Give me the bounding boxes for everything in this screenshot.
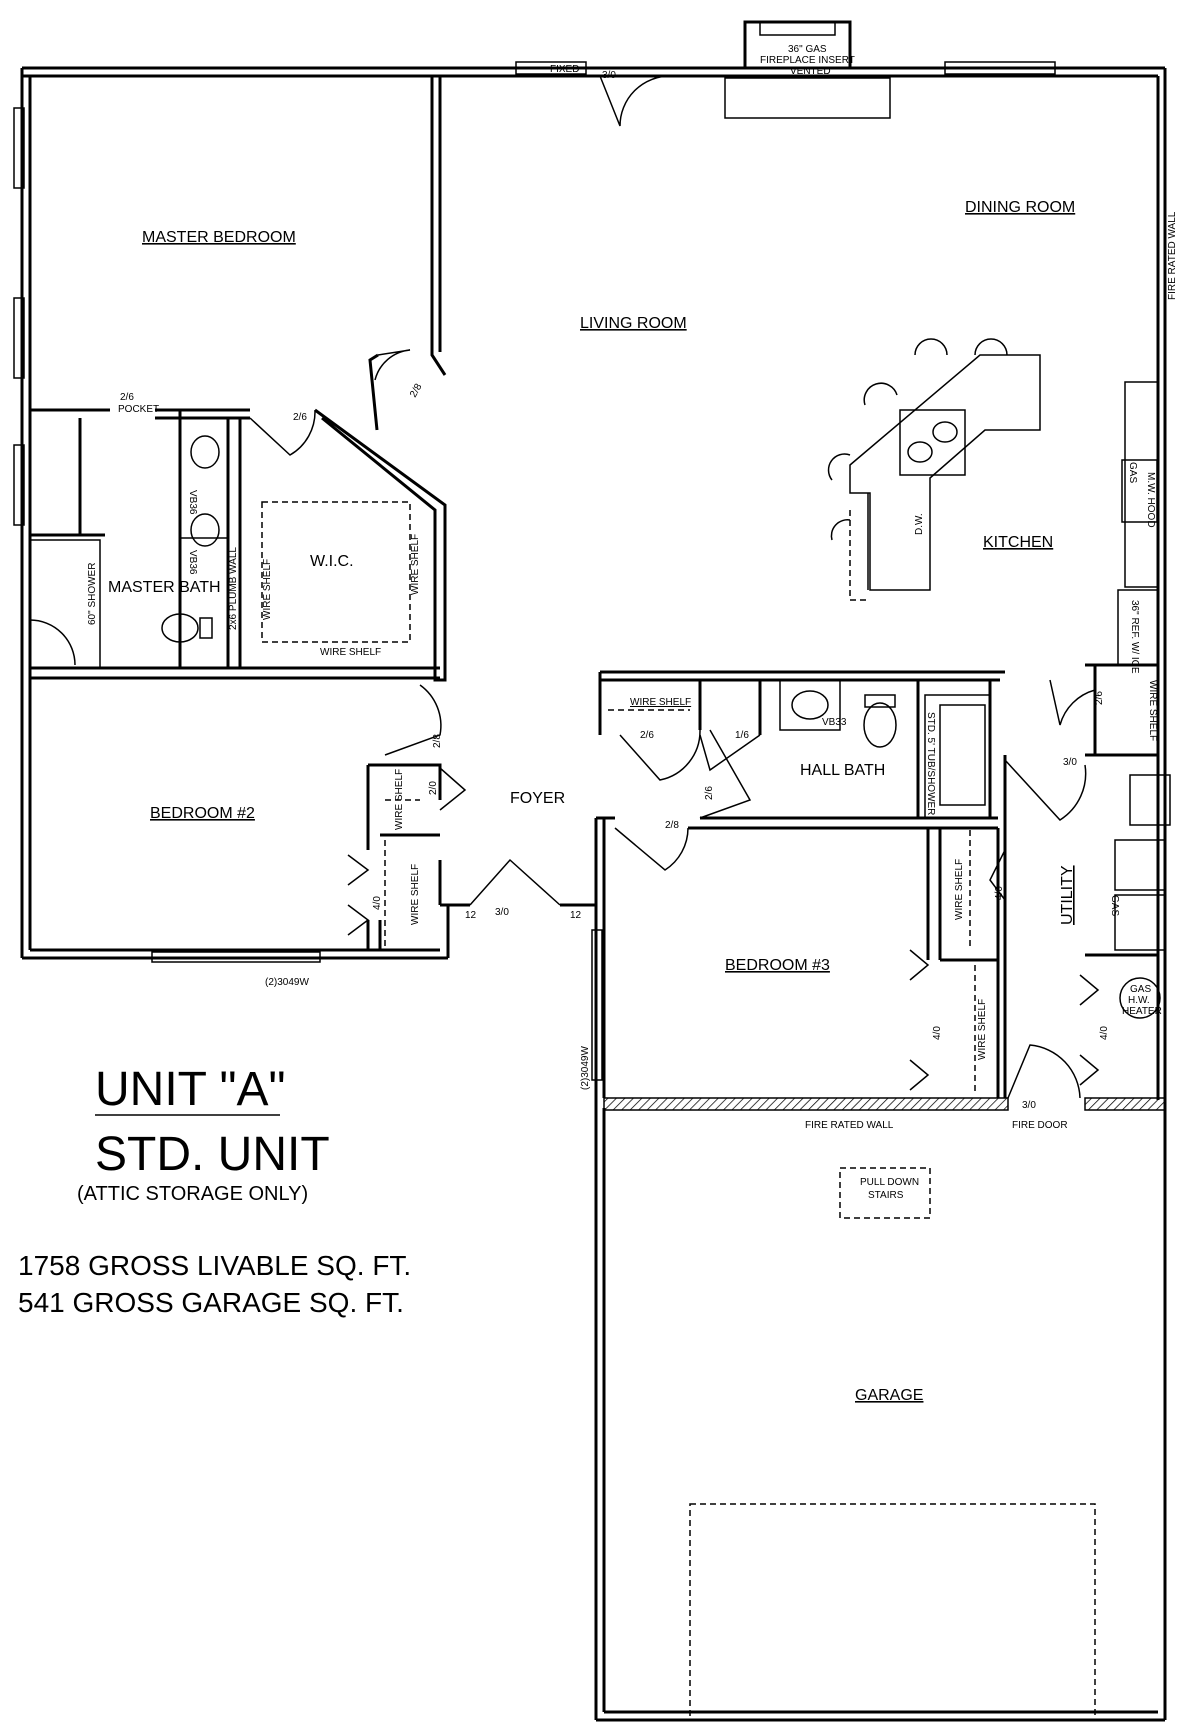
label-fireplace-1: 36" GAS <box>788 44 827 55</box>
label-door-40-b3a: 4/0 <box>994 886 1005 900</box>
unit-type: STD. UNIT <box>95 1128 330 1181</box>
unit-garage-sqft: 541 GROSS GARAGE SQ. FT. <box>18 1287 404 1318</box>
label-pull-down-2: STAIRS <box>868 1190 904 1201</box>
label-door-30-fire: 3/0 <box>1022 1100 1036 1111</box>
label-door-28-mb: 2/8 <box>408 382 425 400</box>
label-front-12b: 12 <box>570 910 582 921</box>
label-front-12a: 12 <box>465 910 477 921</box>
label-door-40-util: 4/0 <box>1099 1026 1110 1040</box>
label-heater-2: H.W. <box>1128 995 1150 1006</box>
label-wire-shelf-wic-left: WIRE SHELF <box>262 559 273 620</box>
room-master-bedroom: MASTER BEDROOM <box>142 229 296 246</box>
label-door-28-b2: 2/8 <box>432 734 443 748</box>
label-door-30-util: 3/0 <box>1063 757 1077 768</box>
label-wire-shelf-b2a: WIRE SHELF <box>394 769 405 830</box>
label-dw: D.W. <box>914 513 925 535</box>
room-garage: GARAGE <box>855 1387 923 1404</box>
windows <box>13 61 1056 1081</box>
label-fixed: FIXED <box>550 64 579 75</box>
label-vb36-a: VB36 <box>187 490 198 515</box>
label-door-30-top: 3/0 <box>602 70 616 81</box>
label-gas-range: GAS <box>1127 462 1138 483</box>
room-bedroom3: BEDROOM #3 <box>725 957 830 974</box>
fire-rated-wall-right <box>1084 1097 1166 1111</box>
room-kitchen: KITCHEN <box>983 534 1053 551</box>
label-door-26-hall: 2/6 <box>640 730 654 741</box>
label-plumb-wall: 2x6 PLUMB WALL <box>228 547 239 630</box>
label-pull-down-1: PULL DOWN <box>860 1177 919 1188</box>
unit-livable-sqft: 1758 GROSS LIVABLE SQ. FT. <box>18 1250 411 1281</box>
label-pocket-2: POCKET <box>118 404 159 415</box>
label-door-26-util: 2/6 <box>1094 691 1105 705</box>
label-wire-shelf-hall: WIRE SHELF <box>630 697 691 708</box>
label-wire-shelf-b3a: WIRE SHELF <box>954 859 965 920</box>
fixtures <box>29 338 1171 1721</box>
label-shower: 60" SHOWER <box>87 563 98 625</box>
label-vb33: VB33 <box>822 717 847 728</box>
label-door-40-b3b: 4/0 <box>932 1026 943 1040</box>
unit-title: UNIT "A" <box>95 1063 286 1116</box>
label-tub: STD. 5' TUB/SHOWER <box>925 712 936 815</box>
room-bedroom2: BEDROOM #2 <box>150 805 255 822</box>
label-fireplace-2: FIREPLACE INSERT <box>760 55 855 66</box>
label-wire-shelf-util: WIRE SHELF <box>1147 680 1158 741</box>
room-foyer: FOYER <box>510 790 565 807</box>
room-wic: W.I.C. <box>310 553 354 570</box>
fire-rated-wall <box>603 1097 1009 1111</box>
label-door-16: 1/6 <box>735 730 749 741</box>
label-door-26-wic: 2/6 <box>293 412 307 423</box>
label-fire-rated-wall-bottom: FIRE RATED WALL <box>805 1120 894 1131</box>
label-door-40-b2: 4/0 <box>372 896 383 910</box>
unit-note: (ATTIC STORAGE ONLY) <box>77 1183 308 1205</box>
room-labels: MASTER BEDROOM LIVING ROOM DINING ROOM K… <box>108 199 1076 1404</box>
label-pocket-1: 2/6 <box>120 392 134 403</box>
label-gas-dryer: GAS <box>1109 895 1120 916</box>
label-heater-3: HEATER <box>1122 1006 1162 1017</box>
interior-walls <box>30 76 1158 1098</box>
label-door-20: 2/0 <box>428 781 439 795</box>
label-wire-shelf-wic-right: WIRE SHELF <box>410 534 421 595</box>
room-living-room: LIVING ROOM <box>580 315 687 332</box>
label-vb36-b: VB36 <box>187 550 198 575</box>
label-window-b2: (2)3049W <box>265 977 309 988</box>
label-door-28-b3: 2/8 <box>665 820 679 831</box>
room-hall-bath: HALL BATH <box>800 762 885 779</box>
room-dining-room: DINING ROOM <box>965 199 1075 216</box>
label-wire-shelf-wic-bottom: WIRE SHELF <box>320 647 381 658</box>
fireplace <box>724 20 891 119</box>
doors <box>249 75 1100 1099</box>
label-mw-hood: M.W. HOOD <box>1145 472 1156 528</box>
label-wire-shelf-b2b: WIRE SHELF <box>410 864 421 925</box>
room-master-bath: MASTER BATH <box>108 579 221 596</box>
label-ref: 36" REF. W/ ICE <box>1129 600 1140 674</box>
unit-info: UNIT "A" STD. UNIT (ATTIC STORAGE ONLY) … <box>18 1063 411 1318</box>
small-labels: FIXED 3/0 36" GAS FIREPLACE INSERT VENTE… <box>87 44 1178 1201</box>
label-front-30: 3/0 <box>495 907 509 918</box>
label-fire-door: FIRE DOOR <box>1012 1120 1068 1131</box>
label-heater-1: GAS <box>1130 984 1151 995</box>
label-door-26-hb: 2/6 <box>704 786 715 800</box>
label-fire-rated-wall-right: FIRE RATED WALL <box>1167 211 1178 300</box>
label-window-b3: (2)3049W <box>580 1046 591 1090</box>
label-wire-shelf-b3b: WIRE SHELF <box>977 999 988 1060</box>
room-utility: UTILITY <box>1059 865 1076 925</box>
label-fireplace-3: VENTED <box>790 66 831 77</box>
